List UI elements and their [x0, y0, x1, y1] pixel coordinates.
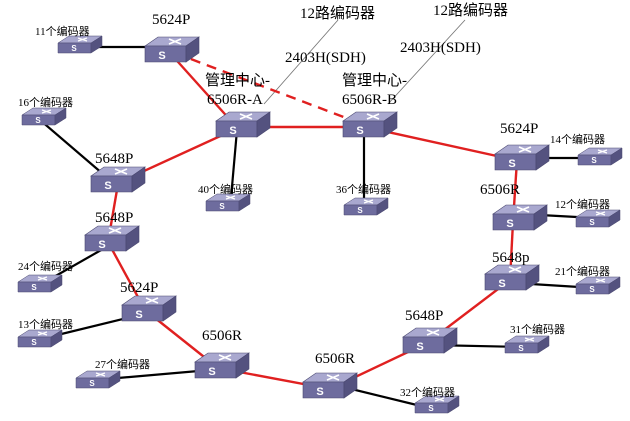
label-5648p-a: 5648P [95, 151, 133, 167]
encoder-switch-11 [57, 35, 103, 54]
label-enc-36: 36个编码器 [336, 182, 391, 196]
encoder-switch-40 [205, 193, 251, 212]
switch-6506r-b [342, 111, 398, 138]
label-mgmt-b-2: 6506R-B [342, 92, 397, 108]
switch-5648p-bottom [402, 327, 458, 354]
label-6506r-bottom: 6506R [315, 351, 355, 367]
label-enc-21: 21个编码器 [555, 264, 610, 278]
switch-6506r-mid [194, 352, 250, 379]
encoder-switch-13 [17, 329, 63, 348]
switch-6506r-bottom [302, 372, 358, 399]
label-5624p-right: 5624P [500, 121, 538, 137]
encoder-switch-16 [21, 107, 67, 126]
label-sdh-b: 2403H(SDH) [400, 40, 481, 56]
encoder-switch-31 [504, 335, 550, 354]
encoder-switch-36 [343, 197, 389, 216]
label-enc-13: 13个编码器 [18, 317, 73, 331]
label-enc-32: 32个编码器 [400, 385, 455, 399]
encoder-switch-27 [75, 370, 121, 389]
label-enc-24: 24个编码器 [18, 259, 73, 273]
label-enc-40: 40个编码器 [198, 182, 253, 196]
switch-5648p-right [484, 264, 540, 291]
label-5624p-left: 5624P [120, 280, 158, 296]
switch-5648p-a [90, 166, 146, 193]
label-enc-14: 14个编码器 [550, 132, 605, 146]
label-12lu-a: 12路编码器 [300, 5, 375, 22]
switch-5624p-left [121, 295, 177, 322]
encoder-switch-14 [577, 147, 623, 166]
switch-5624p-right [494, 144, 550, 171]
label-mgmt-b-1: 管理中心- [342, 72, 407, 89]
label-5624p-top: 5624P [152, 12, 190, 28]
label-enc-27: 27个编码器 [95, 357, 150, 371]
label-enc-12: 12个编码器 [555, 197, 610, 211]
switch-5648p-b [84, 225, 140, 252]
label-enc-16: 16个编码器 [18, 95, 73, 109]
label-6506r-mid: 6506R [202, 328, 242, 344]
encoder-switch-12 [575, 209, 621, 228]
switch-6506r-right [492, 204, 548, 231]
label-sdh-a: 2403H(SDH) [285, 50, 366, 66]
switch-6506r-a [215, 111, 271, 138]
switch-5624p-top [144, 36, 200, 63]
label-5648p-b: 5648P [95, 210, 133, 226]
label-12lu-b: 12路编码器 [433, 2, 508, 19]
label-5648p-bottom: 5648P [405, 308, 443, 324]
label-6506r-right: 6506R [480, 182, 520, 198]
label-mgmt-a-2: 6506R-A [207, 92, 263, 108]
label-mgmt-a-1: 管理中心- [205, 72, 270, 89]
label-enc-31: 31个编码器 [510, 322, 565, 336]
label-enc-11: 11个编码器 [35, 24, 90, 38]
sdh-links [263, 19, 466, 105]
encoder-switch-21 [575, 276, 621, 295]
encoder-switch-24 [17, 274, 63, 293]
label-5648p-right: 5648p [492, 250, 530, 266]
